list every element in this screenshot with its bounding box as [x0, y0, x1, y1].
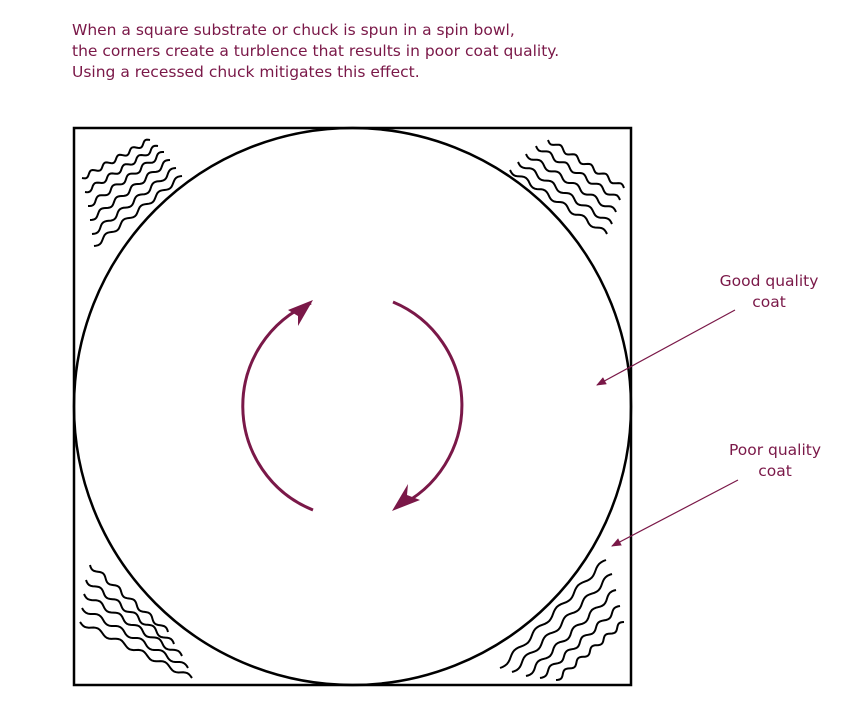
wavy-lines-icon	[525, 153, 617, 213]
poor-coat-label: Poor quality coat	[705, 440, 845, 482]
rotation-arrowhead-top	[288, 300, 313, 326]
poor-coat-pointer	[611, 479, 739, 547]
turbulence-top-left	[81, 138, 183, 247]
spin-bowl-circle	[72, 126, 633, 687]
poor-coat-label-line-2: coat	[758, 462, 792, 480]
turbulence-top-right	[509, 139, 625, 235]
good-coat-label-line-2: coat	[752, 293, 786, 311]
circular-arrows-icon	[241, 300, 464, 512]
wavy-lines-icon	[81, 138, 151, 180]
wavy-lines-icon	[83, 593, 183, 657]
wavy-lines-icon	[555, 621, 625, 681]
poor-coat-label-line-1: Poor quality	[728, 441, 822, 459]
wavy-lines-icon	[509, 169, 608, 235]
rotation-arrowhead-bottom	[392, 484, 420, 511]
wavy-lines-icon	[93, 175, 183, 247]
wavy-lines-icon	[85, 579, 175, 645]
square-substrate	[72, 126, 633, 687]
wavy-lines-icon	[81, 607, 189, 669]
wavy-lines-icon	[88, 151, 164, 207]
wavy-lines-icon	[511, 573, 613, 673]
caption-line-1: When a square substrate or chuck is spun…	[72, 21, 515, 39]
wavy-lines-icon	[91, 167, 177, 235]
wavy-lines-icon	[79, 621, 193, 679]
wavy-lines-icon	[539, 605, 621, 679]
good-coat-label: Good quality coat	[699, 271, 839, 313]
good-coat-pointer	[596, 309, 736, 386]
good-coat-label-line-1: Good quality	[719, 272, 819, 290]
wavy-lines-icon	[517, 161, 613, 225]
wavy-lines-icon	[84, 144, 159, 194]
wavy-lines-icon	[535, 145, 621, 201]
wavy-lines-icon	[547, 139, 625, 189]
wavy-lines-icon	[89, 564, 169, 633]
caption-line-3: Using a recessed chuck mitigates this ef…	[72, 63, 420, 81]
caption-line-2: the corners create a turblence that resu…	[72, 42, 560, 60]
wavy-lines-icon	[89, 159, 171, 221]
rotation-arrow-right	[392, 300, 464, 509]
wavy-lines-icon	[525, 589, 617, 677]
rotation-arrow-left	[241, 301, 314, 512]
caption: When a square substrate or chuck is spun…	[72, 20, 652, 83]
turbulence-bottom-left	[79, 564, 193, 679]
turbulence-bottom-right	[499, 559, 625, 681]
wavy-lines-icon	[499, 559, 607, 669]
